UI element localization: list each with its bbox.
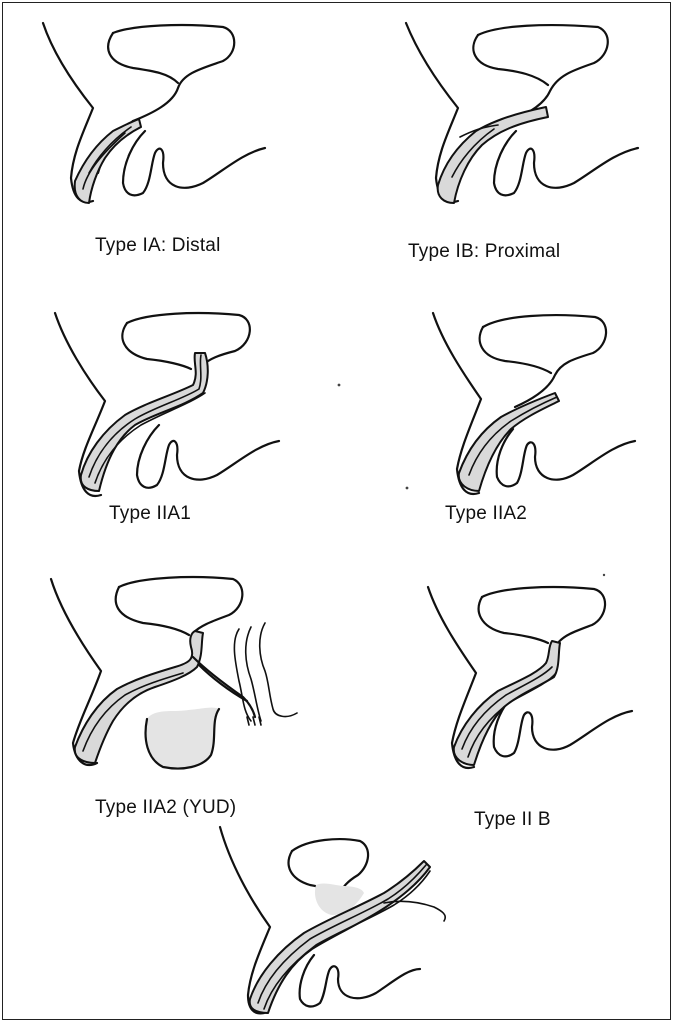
diagram-panel-ia: Type IA: Distal	[33, 13, 293, 213]
caption-type-iia1: Type IIA1	[109, 503, 191, 525]
illustration-type-ia	[33, 13, 293, 213]
illustration-type-iib	[418, 577, 658, 777]
illustration-bottom	[208, 823, 468, 1023]
diagram-panel-iia2-yud: Type IIA2 (YUD)	[43, 571, 323, 791]
diagram-panel-iia1: Type IIA1	[43, 303, 303, 503]
caption-type-iia2: Type IIA2	[445, 503, 527, 525]
caption-type-ia: Type IA: Distal	[95, 235, 221, 257]
diagram-panel-ib: Type IB: Proximal	[398, 13, 658, 213]
illustration-type-iia2	[423, 303, 663, 503]
diagram-panel-iia2: Type IIA2	[423, 303, 663, 503]
diagram-panel-bottom	[208, 823, 468, 1023]
caption-type-iia2-yud: Type IIA2 (YUD)	[95, 797, 236, 819]
diagram-panel-iib: Type II B	[418, 577, 658, 777]
illustration-type-iia1	[43, 303, 303, 503]
illustration-type-iia2-yud	[43, 571, 323, 791]
caption-type-ib: Type IB: Proximal	[408, 241, 560, 263]
caption-type-iib: Type II B	[474, 809, 551, 831]
illustration-type-ib	[398, 13, 658, 213]
